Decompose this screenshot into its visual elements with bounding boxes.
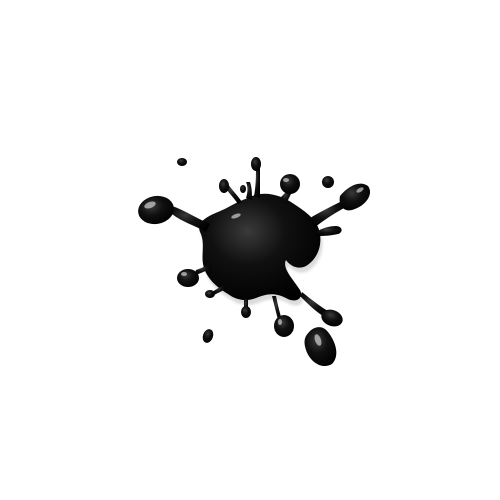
splat-body [138, 157, 371, 367]
splat-highlights [144, 178, 364, 346]
